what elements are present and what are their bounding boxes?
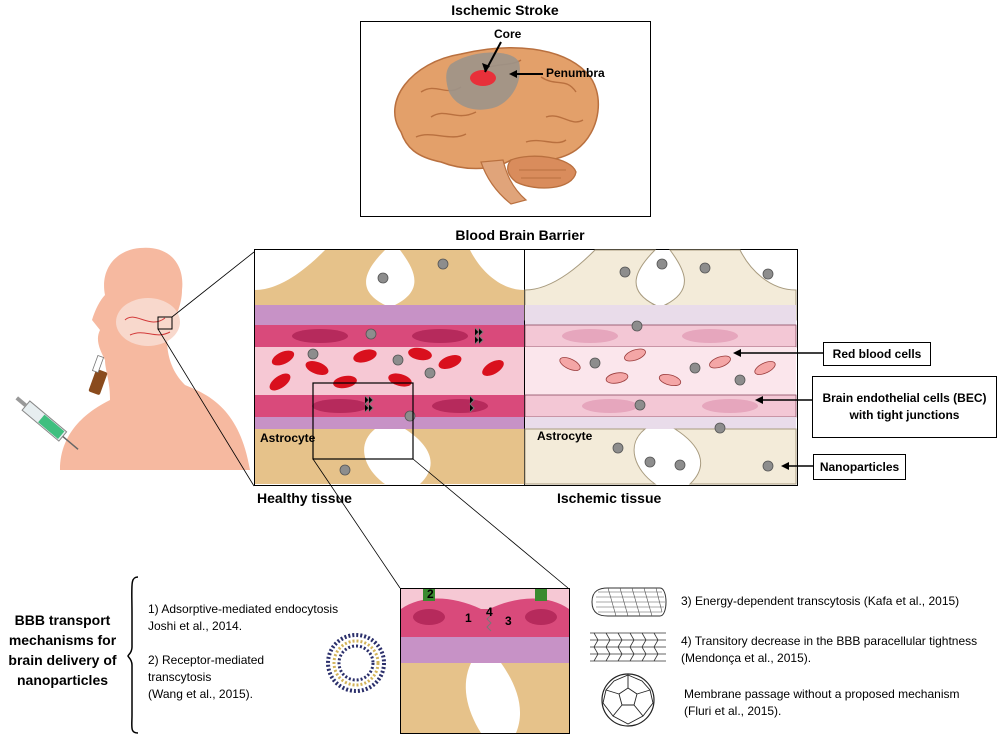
mechanism-4-line2: (Mendonça et al., 2015).: [681, 651, 812, 665]
mechanism-2-line1: 2) Receptor-mediated: [148, 653, 265, 667]
zoom-label-1: 1: [465, 611, 472, 625]
callout-bec: Brain endothelial cells (BEC) with tight…: [812, 376, 997, 438]
mechanism-2-line3: (Wang et al., 2015).: [148, 687, 253, 701]
mechanism-2-line2: transcytosis: [148, 670, 212, 684]
healthy-tissue-label: Healthy tissue: [257, 490, 352, 506]
callout-red-blood-cells: Red blood cells: [823, 342, 931, 366]
liposome-icon: [326, 633, 386, 693]
healthy-tissue-diagram: [255, 250, 524, 484]
ischemic-tissue-diagram: [524, 249, 797, 485]
mechanism-1-line1: 1) Adsorptive-mediated endocytosis: [148, 602, 339, 616]
zoom-label-4: 4: [486, 605, 493, 619]
penumbra-label: Penumbra: [546, 66, 605, 80]
transport-heading-line1: BBB transport: [14, 612, 111, 628]
mechanism-4-line1: 4) Transitory decrease in the BBB parace…: [681, 634, 978, 648]
astrocyte-label-ischemic: Astrocyte: [537, 429, 593, 443]
callout-bec-line2: with tight junctions: [849, 408, 960, 422]
mechanism-1: 1) Adsorptive-mediated endocytosis Joshi…: [148, 601, 338, 635]
stroke-panel: [360, 21, 651, 217]
mechanism-5-line1: Membrane passage without a proposed mech…: [684, 687, 960, 701]
mechanism-2: 2) Receptor-mediated transcytosis (Wang …: [148, 652, 264, 703]
head-illustration: [15, 247, 255, 487]
ischemic-tissue-label: Ischemic tissue: [557, 490, 662, 506]
zoom-label-3: 3: [505, 614, 512, 628]
nanotube-icon: [591, 587, 667, 617]
stroke-title: Ischemic Stroke: [451, 2, 559, 18]
transport-heading-line2: mechanisms for: [8, 632, 117, 648]
callout-nanoparticles: Nanoparticles: [813, 454, 906, 480]
mechanism-3: 3) Energy-dependent transcytosis (Kafa e…: [681, 594, 960, 608]
transport-heading-line4: nanoparticles: [16, 672, 109, 688]
mechanism-4: 4) Transitory decrease in the BBB parace…: [681, 633, 977, 667]
mechanism-5: Membrane passage without a proposed mech…: [684, 686, 959, 720]
mechanism-5-line2: (Fluri et al., 2015).: [684, 704, 782, 718]
astrocyte-label-healthy: Astrocyte: [260, 431, 316, 445]
callout-bec-line1: Brain endothelial cells (BEC): [822, 391, 987, 405]
mechanism-1-line2: Joshi et al., 2014.: [148, 619, 243, 633]
transport-heading: BBB transport mechanisms for brain deliv…: [0, 610, 125, 690]
core-label: Core: [494, 27, 522, 41]
zoom-detail-panel: 2 1 4 3: [400, 588, 570, 734]
fullerene-icon: [601, 673, 655, 727]
syringe-icon: [15, 396, 79, 450]
zoom-label-2: 2: [427, 588, 434, 601]
transport-heading-line3: brain delivery of: [8, 652, 117, 668]
core-spot: [470, 70, 496, 86]
zoom-detail-diagram: [401, 589, 569, 733]
bracket: [127, 576, 139, 734]
graphene-icon: [590, 632, 666, 662]
bbb-title: Blood Brain Barrier: [455, 227, 585, 243]
brain-illustration: [394, 41, 600, 205]
